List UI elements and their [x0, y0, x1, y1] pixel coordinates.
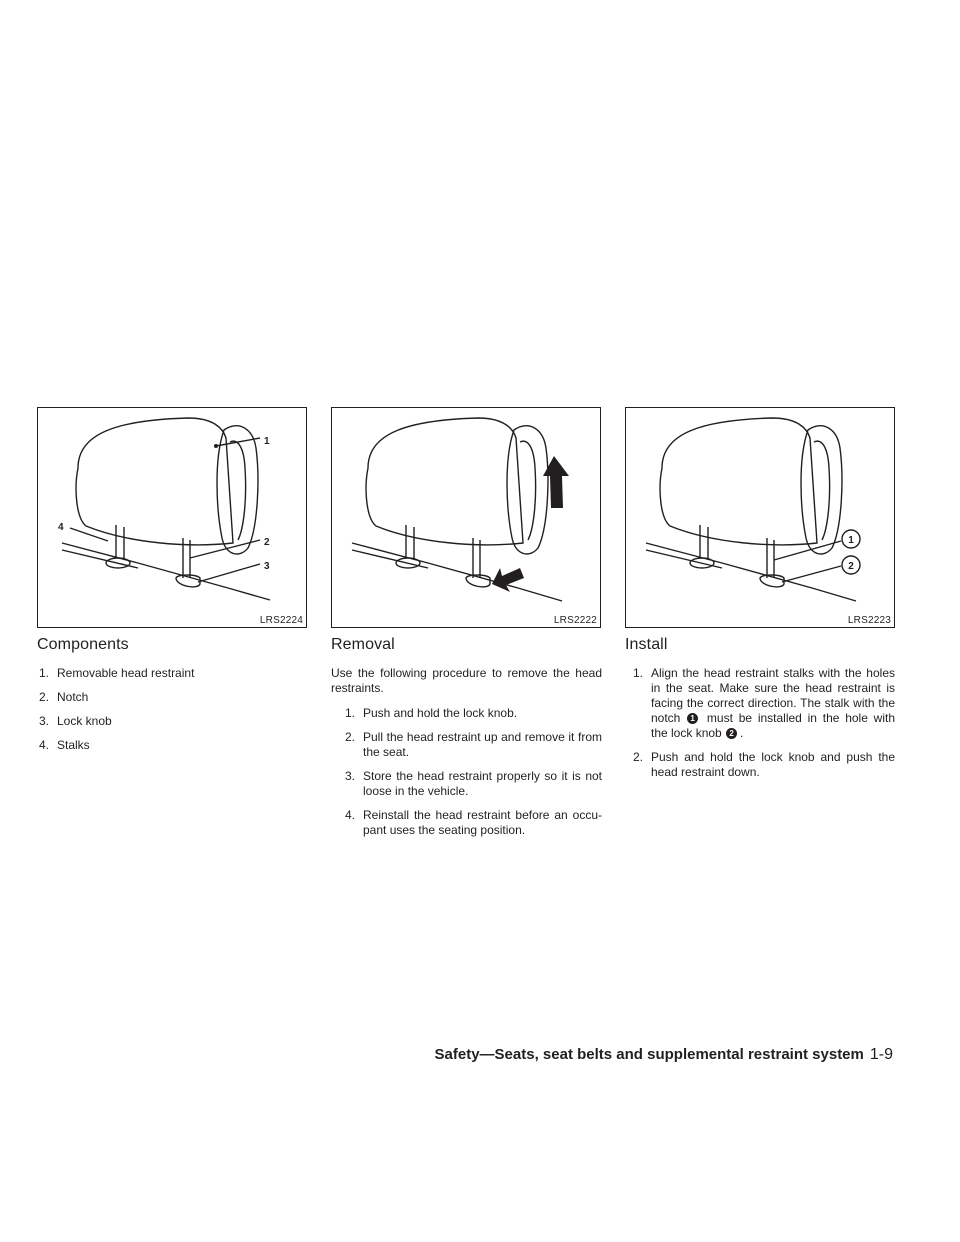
page-footer: Safety—Seats, seat belts and supplementa…: [0, 1046, 893, 1064]
components-section: Components 1.Removable head restraint 2.…: [37, 636, 309, 762]
callout-1: 1: [848, 535, 854, 546]
callout-3: 3: [264, 561, 270, 572]
list-item: 1.Align the head restraint stalks with t…: [633, 666, 895, 740]
list-item: 3.Lock knob: [39, 714, 112, 728]
figure-install: 1 2 LRS2223: [625, 407, 895, 628]
list-item: 2.Notch: [39, 690, 89, 704]
install-section: Install 1.Align the head restraint stalk…: [625, 636, 895, 789]
list-item: 4.Reinstall the head restraint before an…: [345, 808, 602, 837]
head-restraint-removal-illustration: [351, 417, 569, 602]
callout-4: 4: [58, 522, 64, 533]
list-item: 2.Pull the head restraint up and remove …: [345, 730, 602, 759]
removal-steps: 1.Push and hold the lock knob. 2.Pull th…: [331, 706, 602, 838]
components-heading: Components: [37, 636, 129, 653]
head-restraint-components-illustration: 1 2 3 4: [58, 417, 271, 601]
callout-1: 1: [264, 436, 270, 447]
list-item: 3.Store the head restraint properly so i…: [345, 769, 602, 798]
figure-components: 1 2 3 4 LRS2224: [37, 407, 307, 628]
removal-section: Removal Use the following procedure to r…: [331, 636, 602, 847]
page-number: 1-9: [869, 1046, 893, 1063]
head-restraint-install-illustration: 1 2: [645, 417, 861, 602]
callout-ref-1: 1: [687, 713, 699, 724]
components-list: 1.Removable head restraint 2.Notch 3.Loc…: [37, 666, 309, 753]
list-item: 2.Push and hold the lock knob and push t…: [633, 750, 895, 779]
install-heading: Install: [625, 636, 668, 653]
callout-ref-2: 2: [726, 728, 738, 739]
figure-code: LRS2222: [553, 615, 597, 626]
figure-code: LRS2224: [259, 615, 303, 626]
arrow-push-icon: [492, 568, 524, 592]
removal-heading: Removal: [331, 636, 395, 653]
removal-intro: Use the following procedure to remove th…: [331, 666, 602, 695]
list-item: 1.Push and hold the lock knob.: [345, 706, 518, 720]
figure-code: LRS2223: [847, 615, 891, 626]
callout-2: 2: [848, 561, 854, 572]
figure-removal: LRS2222: [331, 407, 601, 628]
callout-2: 2: [264, 537, 270, 548]
footer-section-title: Safety—Seats, seat belts and supplementa…: [434, 1046, 864, 1063]
arrow-up-icon: [543, 456, 569, 508]
list-item: 1.Removable head restraint: [39, 666, 195, 680]
install-steps: 1.Align the head restraint stalks with t…: [625, 666, 895, 780]
list-item: 4.Stalks: [39, 738, 90, 752]
